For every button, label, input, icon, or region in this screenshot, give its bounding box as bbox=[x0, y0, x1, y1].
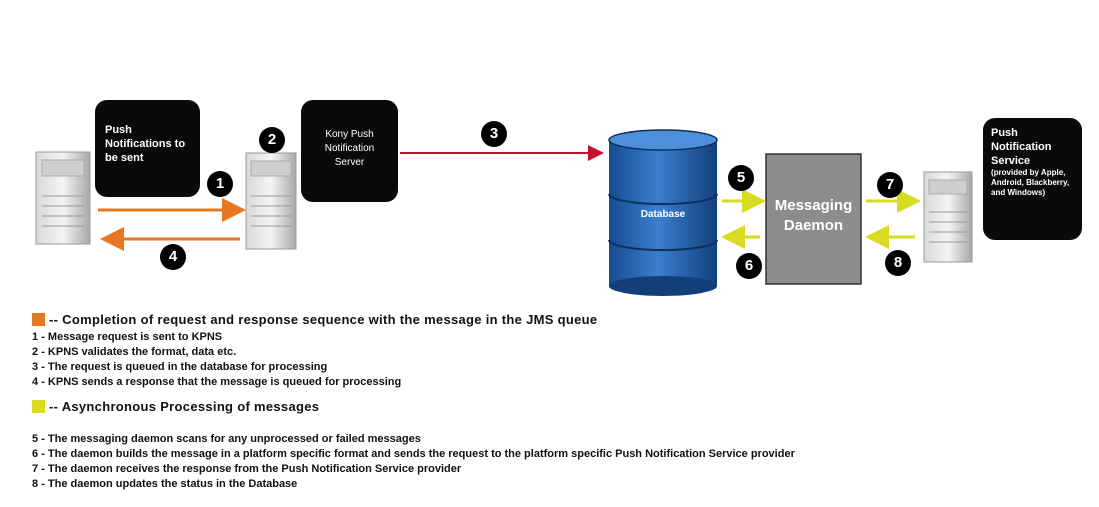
push-service-callout-note: (provided by Apple, Android, Blackberry,… bbox=[991, 168, 1070, 197]
database-label: Database bbox=[640, 209, 686, 220]
legend-item-6: 6 - The daemon builds the message in a p… bbox=[32, 448, 795, 460]
step-3-badge: 3 bbox=[481, 121, 507, 147]
legend-item-2: 2 - KPNS validates the format, data etc. bbox=[32, 346, 237, 358]
messaging-daemon-box bbox=[765, 153, 862, 285]
push-service-callout: Push Notification Service (provided by A… bbox=[983, 118, 1082, 240]
step-6-badge: 6 bbox=[736, 253, 762, 279]
legend-item-7: 7 - The daemon receives the response fro… bbox=[32, 463, 462, 475]
daemon-label: Messaging Daemon bbox=[774, 197, 853, 234]
kony-server-icon bbox=[245, 152, 297, 250]
client-server-icon bbox=[35, 151, 91, 245]
yellow-heading-text: -- Asynchronous Processing of messages bbox=[49, 399, 320, 414]
legend-item-3: 3 - The request is queued in the databas… bbox=[32, 361, 328, 373]
step-7-badge: 7 bbox=[877, 172, 903, 198]
diagram-canvas bbox=[35, 129, 973, 296]
step-5-badge: 5 bbox=[728, 165, 754, 191]
yellow-swatch bbox=[32, 400, 45, 413]
orange-legend-heading: -- Completion of request and response se… bbox=[32, 312, 597, 327]
orange-swatch bbox=[32, 313, 45, 326]
step-8-badge: 8 bbox=[885, 250, 911, 276]
kony-server-callout: Kony Push Notification Server bbox=[301, 100, 398, 202]
legend-item-8: 8 - The daemon updates the status in the… bbox=[32, 478, 298, 490]
yellow-legend-heading: -- Asynchronous Processing of messages bbox=[32, 399, 319, 414]
step-4-badge: 4 bbox=[160, 244, 186, 270]
kony-server-callout-text: Kony Push Notification Server bbox=[324, 129, 375, 168]
legend-item-4: 4 - KPNS sends a response that the messa… bbox=[32, 376, 402, 388]
client-callout-text: Push Notifications to be sent bbox=[105, 124, 186, 164]
push-service-callout-title: Push Notification Service bbox=[991, 127, 1052, 167]
client-callout: Push Notifications to be sent bbox=[95, 100, 200, 197]
database-cylinder bbox=[608, 129, 718, 296]
legend-item-1: 1 - Message request is sent to KPNS bbox=[32, 331, 223, 343]
push-service-server-icon bbox=[923, 171, 973, 263]
orange-heading-text: -- Completion of request and response se… bbox=[49, 312, 598, 327]
step-1-badge: 1 bbox=[207, 171, 233, 197]
legend-item-5: 5 - The messaging daemon scans for any u… bbox=[32, 433, 421, 445]
step-2-badge: 2 bbox=[259, 127, 285, 153]
